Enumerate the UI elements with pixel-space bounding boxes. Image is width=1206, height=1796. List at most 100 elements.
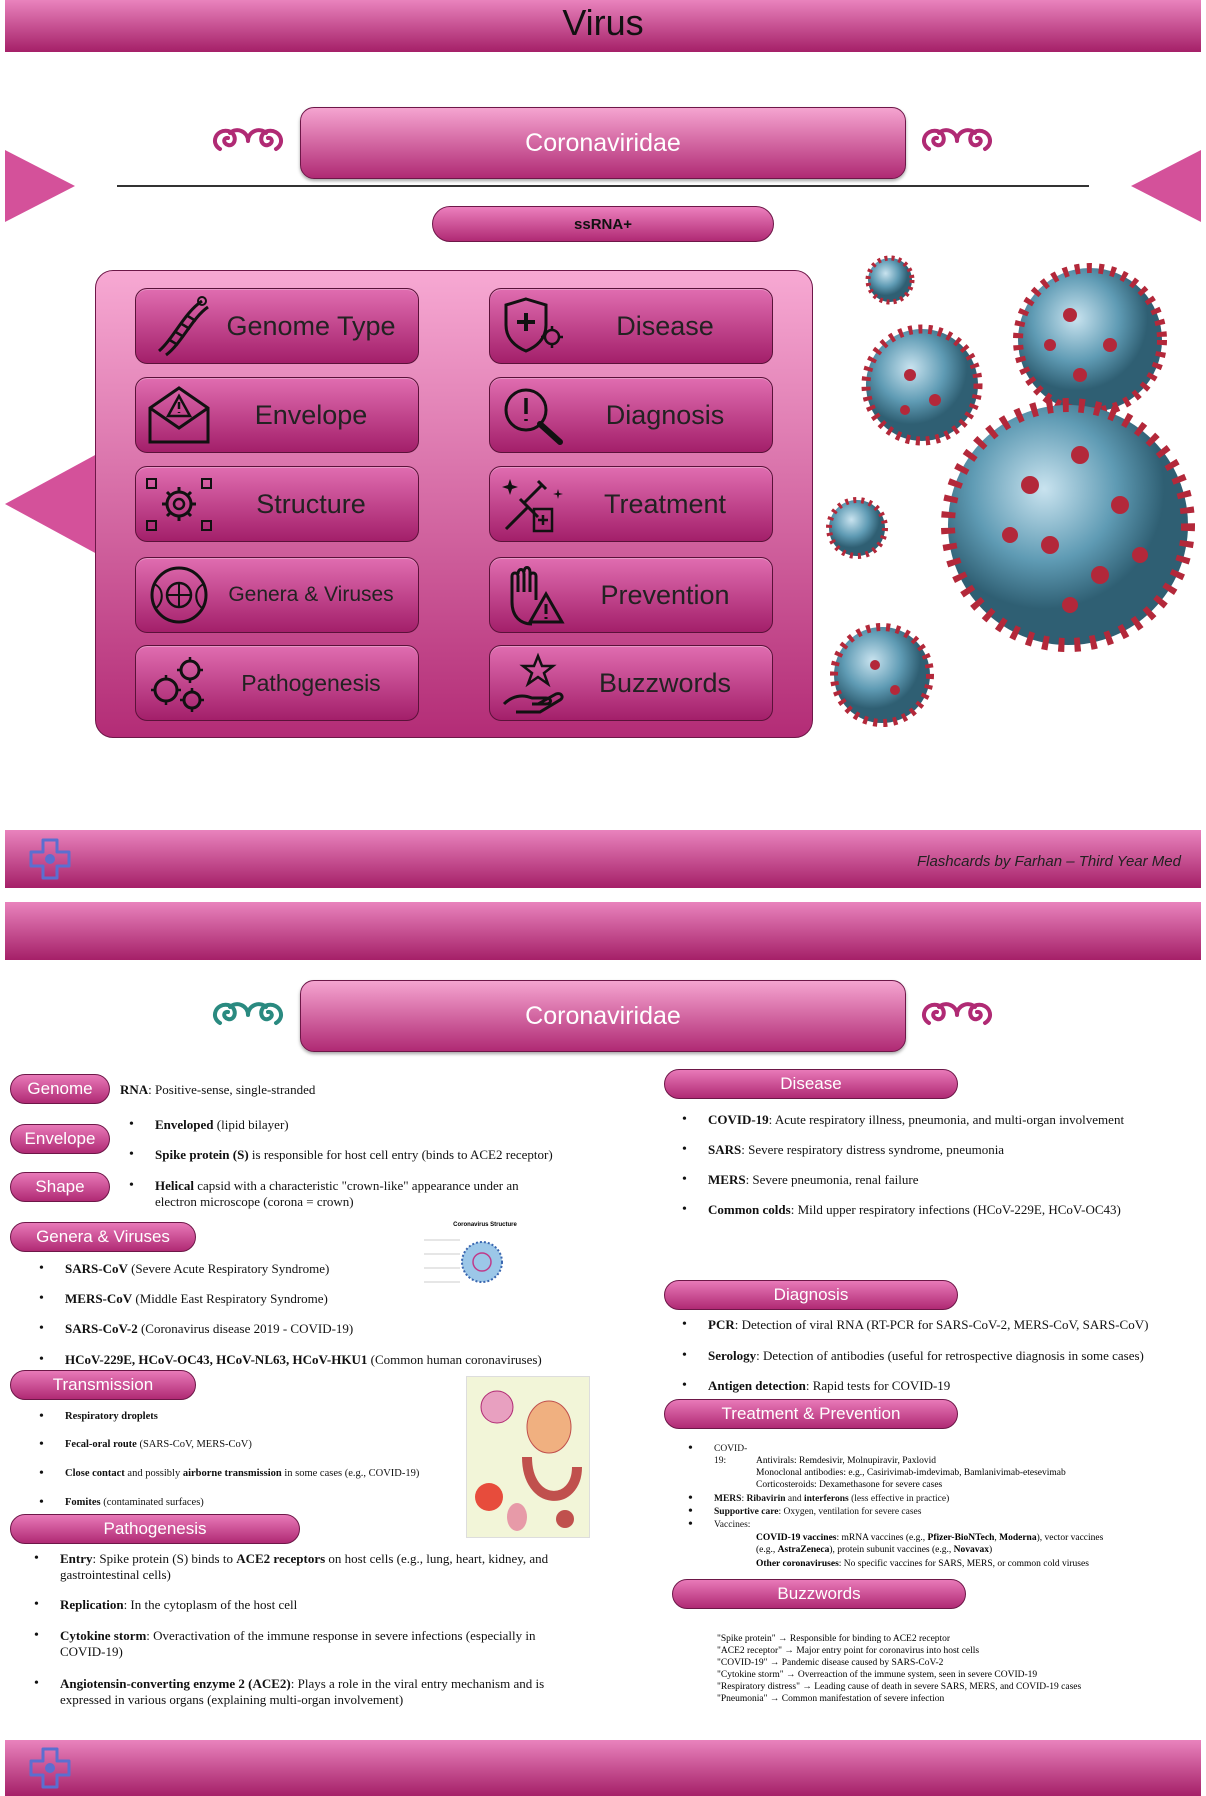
envelope-item: Enveloped (lipid bilayer) — [129, 1117, 289, 1133]
genera-item: MERS-CoV (Middle East Respiratory Syndro… — [39, 1291, 328, 1307]
buzzword-item: "Respiratory distress" → Leading cause o… — [717, 1682, 1082, 1692]
menu-structure[interactable]: Structure — [135, 466, 419, 542]
page-title: Virus — [562, 2, 644, 43]
swirl-right-icon — [921, 128, 993, 151]
page2-header-bar — [5, 902, 1201, 960]
diagnosis-item: Serology: Detection of antibodies (usefu… — [682, 1348, 1144, 1364]
menu-buzzwords[interactable]: Buzzwords — [489, 645, 773, 721]
family-title: Coronaviridae — [300, 107, 906, 179]
transmission-item: Close contact and possibly airborne tran… — [39, 1466, 419, 1482]
logo-icon — [29, 1747, 71, 1789]
disease-label: Disease — [664, 1069, 958, 1099]
menu-pointer — [5, 454, 97, 554]
arrow-right-decor — [1131, 150, 1201, 222]
transmission-item: Fecal-oral route (SARS-CoV, MERS-CoV) — [39, 1437, 252, 1453]
shape-label: Shape — [10, 1172, 110, 1202]
disease-item: Common colds: Mild upper respiratory inf… — [682, 1202, 1121, 1218]
magnifier-warning-icon — [504, 388, 563, 445]
swirl-left-icon — [212, 1002, 284, 1025]
dna-icon — [157, 296, 209, 357]
genera-item: SARS-CoV-2 (Coronavirus disease 2019 - C… — [39, 1321, 353, 1337]
menu-label: Pathogenesis — [241, 669, 381, 696]
menu-disease[interactable]: Disease — [489, 288, 773, 364]
treatment-sub: Monoclonal antibodies: e.g., Casirivimab… — [756, 1468, 1066, 1478]
disease-item: COVID-19: Acute respiratory illness, pne… — [682, 1112, 1124, 1128]
transmission-label: Transmission — [10, 1370, 196, 1400]
pathogenesis-label: Pathogenesis — [10, 1514, 300, 1544]
genera-label: Genera & Viruses — [10, 1222, 196, 1252]
menu-label: Genome Type — [226, 310, 396, 341]
envelope-warning-icon — [148, 386, 210, 444]
menu-pathogenesis[interactable]: Pathogenesis — [135, 645, 419, 721]
menu-envelope[interactable]: Envelope — [135, 377, 419, 453]
treatment-sub: Antivirals: Remdesivir, Molnupiravir, Pa… — [756, 1456, 936, 1466]
virus-cluster-icon — [151, 657, 204, 712]
diagnosis-item: PCR: Detection of viral RNA (RT-PCR for … — [682, 1317, 1148, 1333]
logo-icon — [29, 838, 71, 880]
page1-header-bar: Virus — [5, 0, 1201, 52]
hand-star-icon — [502, 652, 564, 714]
genome-tag: ssRNA+ — [432, 206, 774, 242]
envelope-label: Envelope — [10, 1124, 110, 1154]
envelope-item: Spike protein (S) is responsible for hos… — [129, 1147, 553, 1163]
pathogenesis-item: Angiotensin-converting enzyme 2 (ACE2): … — [34, 1676, 544, 1708]
menu-genome-type[interactable]: Genome Type — [135, 288, 419, 364]
diagnosis-label: Diagnosis — [664, 1280, 958, 1310]
treatment-item: Supportive care: Oxygen, ventilation for… — [688, 1506, 922, 1518]
treatment-item: Vaccines: — [688, 1519, 751, 1531]
treatment-item: COVID-19: — [688, 1443, 747, 1467]
menu-treatment[interactable]: Treatment — [489, 466, 773, 542]
vaccine-sub: Other coronaviruses: No specific vaccine… — [756, 1559, 1089, 1569]
menu-prevention[interactable]: Prevention — [489, 557, 773, 633]
divider — [117, 185, 1089, 187]
swirl-left-icon — [212, 128, 284, 151]
figure-title: Coronavirus Structure — [453, 1222, 517, 1228]
buzzword-item: "Cytokine storm" → Overreaction of the i… — [717, 1670, 1038, 1680]
menu-label: Diagnosis — [605, 399, 725, 430]
swirl-right-icon — [921, 1002, 993, 1025]
genera-item: HCoV-229E, HCoV-OC43, HCoV-NL63, HCoV-HK… — [39, 1352, 542, 1368]
pathogenesis-item: Replication: In the cytoplasm of the hos… — [34, 1597, 297, 1613]
genome-label: Genome — [10, 1074, 110, 1104]
treatment-label: Treatment & Prevention — [664, 1399, 958, 1429]
pathogenesis-figure — [466, 1376, 590, 1538]
menu-label: Buzzwords — [598, 667, 732, 698]
genera-item: SARS-CoV (Severe Acute Respiratory Syndr… — [39, 1261, 329, 1277]
diagnosis-item: Antigen detection: Rapid tests for COVID… — [682, 1378, 950, 1394]
arrow-left-decor — [5, 150, 75, 222]
menu-diagnosis[interactable]: Diagnosis — [489, 377, 773, 453]
disease-item: SARS: Severe respiratory distress syndro… — [682, 1142, 1004, 1158]
disease-item: MERS: Severe pneumonia, renal failure — [682, 1172, 919, 1188]
menu-label: Structure — [256, 488, 366, 519]
treatment-sub: Corticosteroids: Dexamethasone for sever… — [756, 1480, 943, 1490]
menu-label: Envelope — [254, 399, 368, 430]
footer-credit: Flashcards by Farhan – Third Year Med — [916, 853, 1181, 870]
transmission-item: Respiratory droplets — [39, 1409, 158, 1425]
page1-footer-bar: Flashcards by Farhan – Third Year Med — [5, 830, 1201, 888]
treatment-item: MERS: Ribavirin and interferons (less ef… — [688, 1493, 949, 1505]
transmission-item: Fomites (contaminated surfaces) — [39, 1495, 204, 1511]
page2-footer-bar — [5, 1740, 1201, 1796]
menu-label: Treatment — [603, 488, 727, 519]
menu-label: Disease — [616, 310, 714, 341]
buzzword-item: "ACE2 receptor" → Major entry point for … — [717, 1646, 980, 1656]
coronavirus-structure-figure: Coronavirus Structure — [420, 1222, 530, 1300]
menu-label: Genera & Viruses — [228, 583, 394, 606]
buzzwords-label: Buzzwords — [672, 1579, 966, 1609]
menu-genera-viruses[interactable]: Genera & Viruses — [135, 557, 419, 633]
hand-warning-icon — [510, 566, 565, 626]
buzzword-item: "COVID-19" → Pandemic disease caused by … — [717, 1658, 944, 1668]
family-title: Coronaviridae — [300, 980, 906, 1052]
syringe-pills-icon — [502, 479, 563, 533]
gear-circuit-icon — [146, 478, 212, 531]
menu-label: Prevention — [600, 579, 730, 610]
shield-virus-icon — [504, 297, 563, 353]
vaccine-sub: COVID-19 vaccines: mRNA vaccines (e.g., … — [756, 1533, 1104, 1555]
buzzword-item: "Spike protein" → Responsible for bindin… — [717, 1634, 951, 1644]
buzzword-item: "Pneumonia" → Common manifestation of se… — [717, 1694, 945, 1704]
pathogenesis-item: Cytokine storm: Overactivation of the im… — [34, 1628, 535, 1660]
pathogenesis-item: Entry: Spike protein (S) binds to ACE2 r… — [34, 1551, 548, 1583]
shape-item: Helical capsid with a characteristic "cr… — [129, 1178, 519, 1210]
genome-text: RNA: Positive-sense, single-stranded — [120, 1082, 316, 1097]
buzzwords-list: "Spike protein" → Responsible for bindin… — [717, 1633, 1081, 1705]
